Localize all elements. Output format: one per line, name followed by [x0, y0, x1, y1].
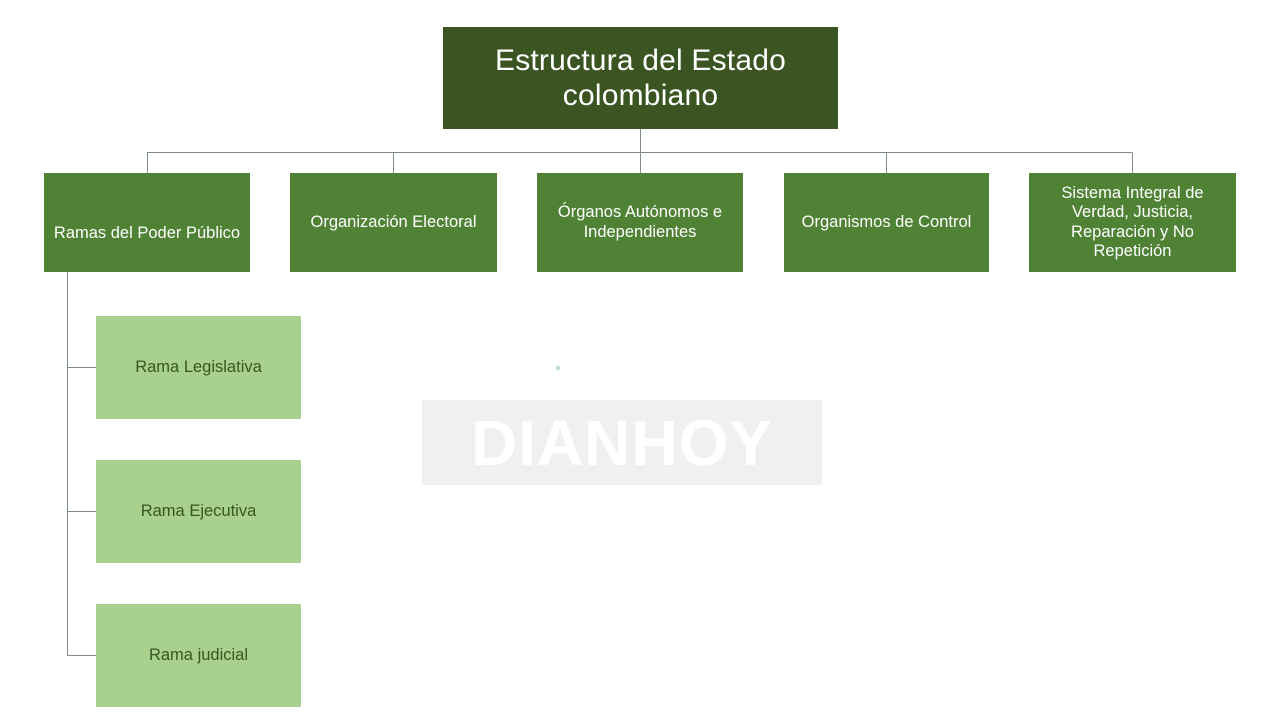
node-organos-autonomos-e-independientes[interactable]: Órganos Autónomos e Independientes	[537, 173, 743, 272]
node-organismos-de-control[interactable]: Organismos de Control	[784, 173, 989, 272]
node-label: Organismos de Control	[801, 212, 972, 231]
node-rama-ejecutiva[interactable]: Rama Ejecutiva	[96, 460, 301, 563]
image-speck-artifact	[556, 366, 560, 370]
node-label: Sistema Integral de Verdad, Justicia, Re…	[1061, 183, 1204, 260]
node-sistema-integral-verdad-justicia[interactable]: Sistema Integral de Verdad, Justicia, Re…	[1029, 173, 1236, 272]
node-root[interactable]: Estructura del Estado colombiano	[443, 27, 838, 129]
node-rama-judicial[interactable]: Rama judicial	[96, 604, 301, 707]
watermark-label: DIANHOY	[470, 406, 774, 479]
node-organizacion-electoral[interactable]: Organización Electoral	[290, 173, 497, 272]
node-rama-legislativa[interactable]: Rama Legislativa	[96, 316, 301, 419]
node-label: Organización Electoral	[310, 212, 477, 231]
node-label: Órganos Autónomos e Independientes	[557, 203, 723, 241]
node-ramas-del-poder-publico[interactable]: Ramas del Poder Público	[44, 173, 250, 272]
node-root-label: Estructura del Estado colombiano	[494, 43, 787, 112]
watermark: DIANHOY	[422, 400, 822, 485]
node-label: Ramas del Poder Público	[53, 223, 241, 242]
node-label: Rama Ejecutiva	[140, 501, 257, 520]
node-label: Rama Legislativa	[135, 357, 262, 376]
node-label: Rama judicial	[148, 645, 249, 664]
